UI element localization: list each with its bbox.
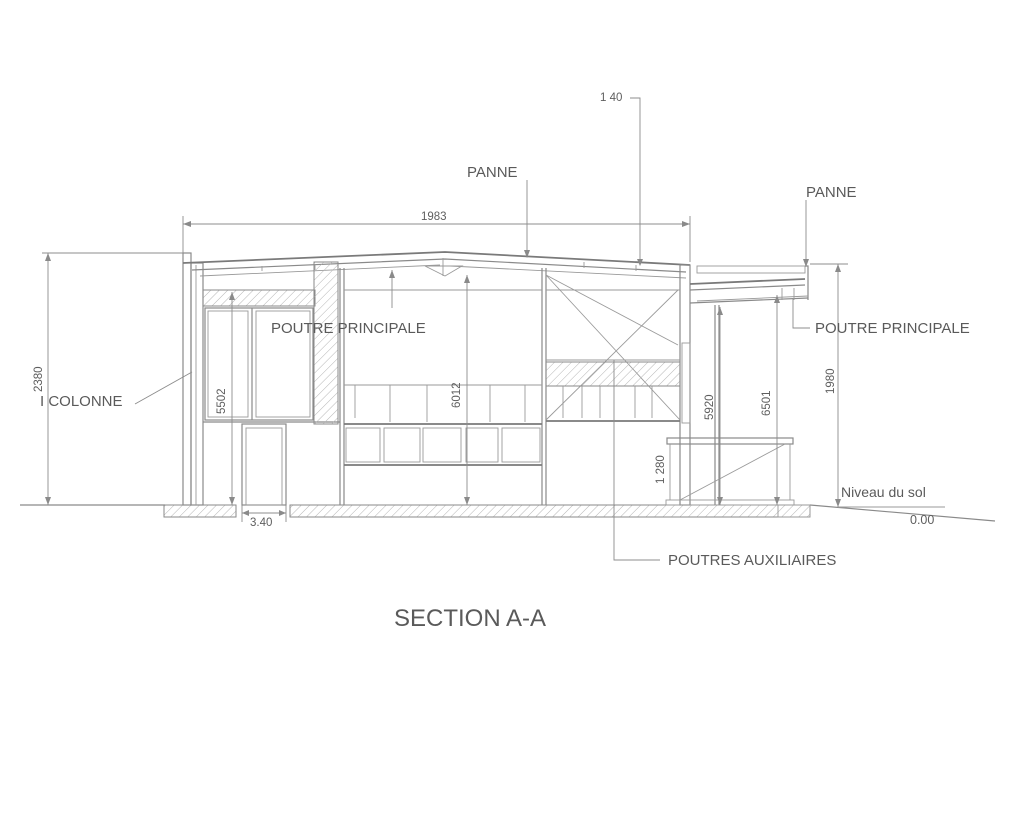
label-panne-right: PANNE [806,184,857,201]
section-title: SECTION A-A [394,605,546,632]
label-panne-center: PANNE [467,164,518,181]
dim-left-total-height: 2380 [33,366,45,392]
label-poutres-auxiliaires: POUTRES AUXILIAIRES [668,552,836,569]
label-poutre-principale-left: POUTRE PRINCIPALE [271,320,426,337]
left-column [182,252,204,506]
dim-overall-width: 1983 [421,211,447,223]
railing [665,437,811,518]
dim-railing-height: 1 280 [655,455,667,484]
leader-lines [134,180,810,561]
right-room [545,274,691,424]
dim-canopy-height: 6501 [761,390,773,416]
floor-slab [163,504,811,518]
ground-line [20,504,996,522]
left-room [202,261,340,425]
label-colonne: I COLONNE [40,393,123,410]
dim-door-width: 3.40 [250,517,272,529]
main-roof [182,251,691,506]
door [241,423,287,506]
label-niveau-du-sol: Niveau du sol [841,484,926,500]
dim-ground-level: 0.00 [910,513,934,527]
dimension-lines [42,97,848,522]
dim-top-offset: 1 40 [600,92,622,104]
dim-left-room-height: 5502 [216,388,228,414]
dim-right-total-height: 1980 [825,368,837,394]
dim-right-interior-height: 5920 [704,394,716,420]
center-room [339,268,547,505]
label-poutre-principale-right: POUTRE PRINCIPALE [815,320,970,337]
dim-center-height: 6012 [451,382,463,408]
